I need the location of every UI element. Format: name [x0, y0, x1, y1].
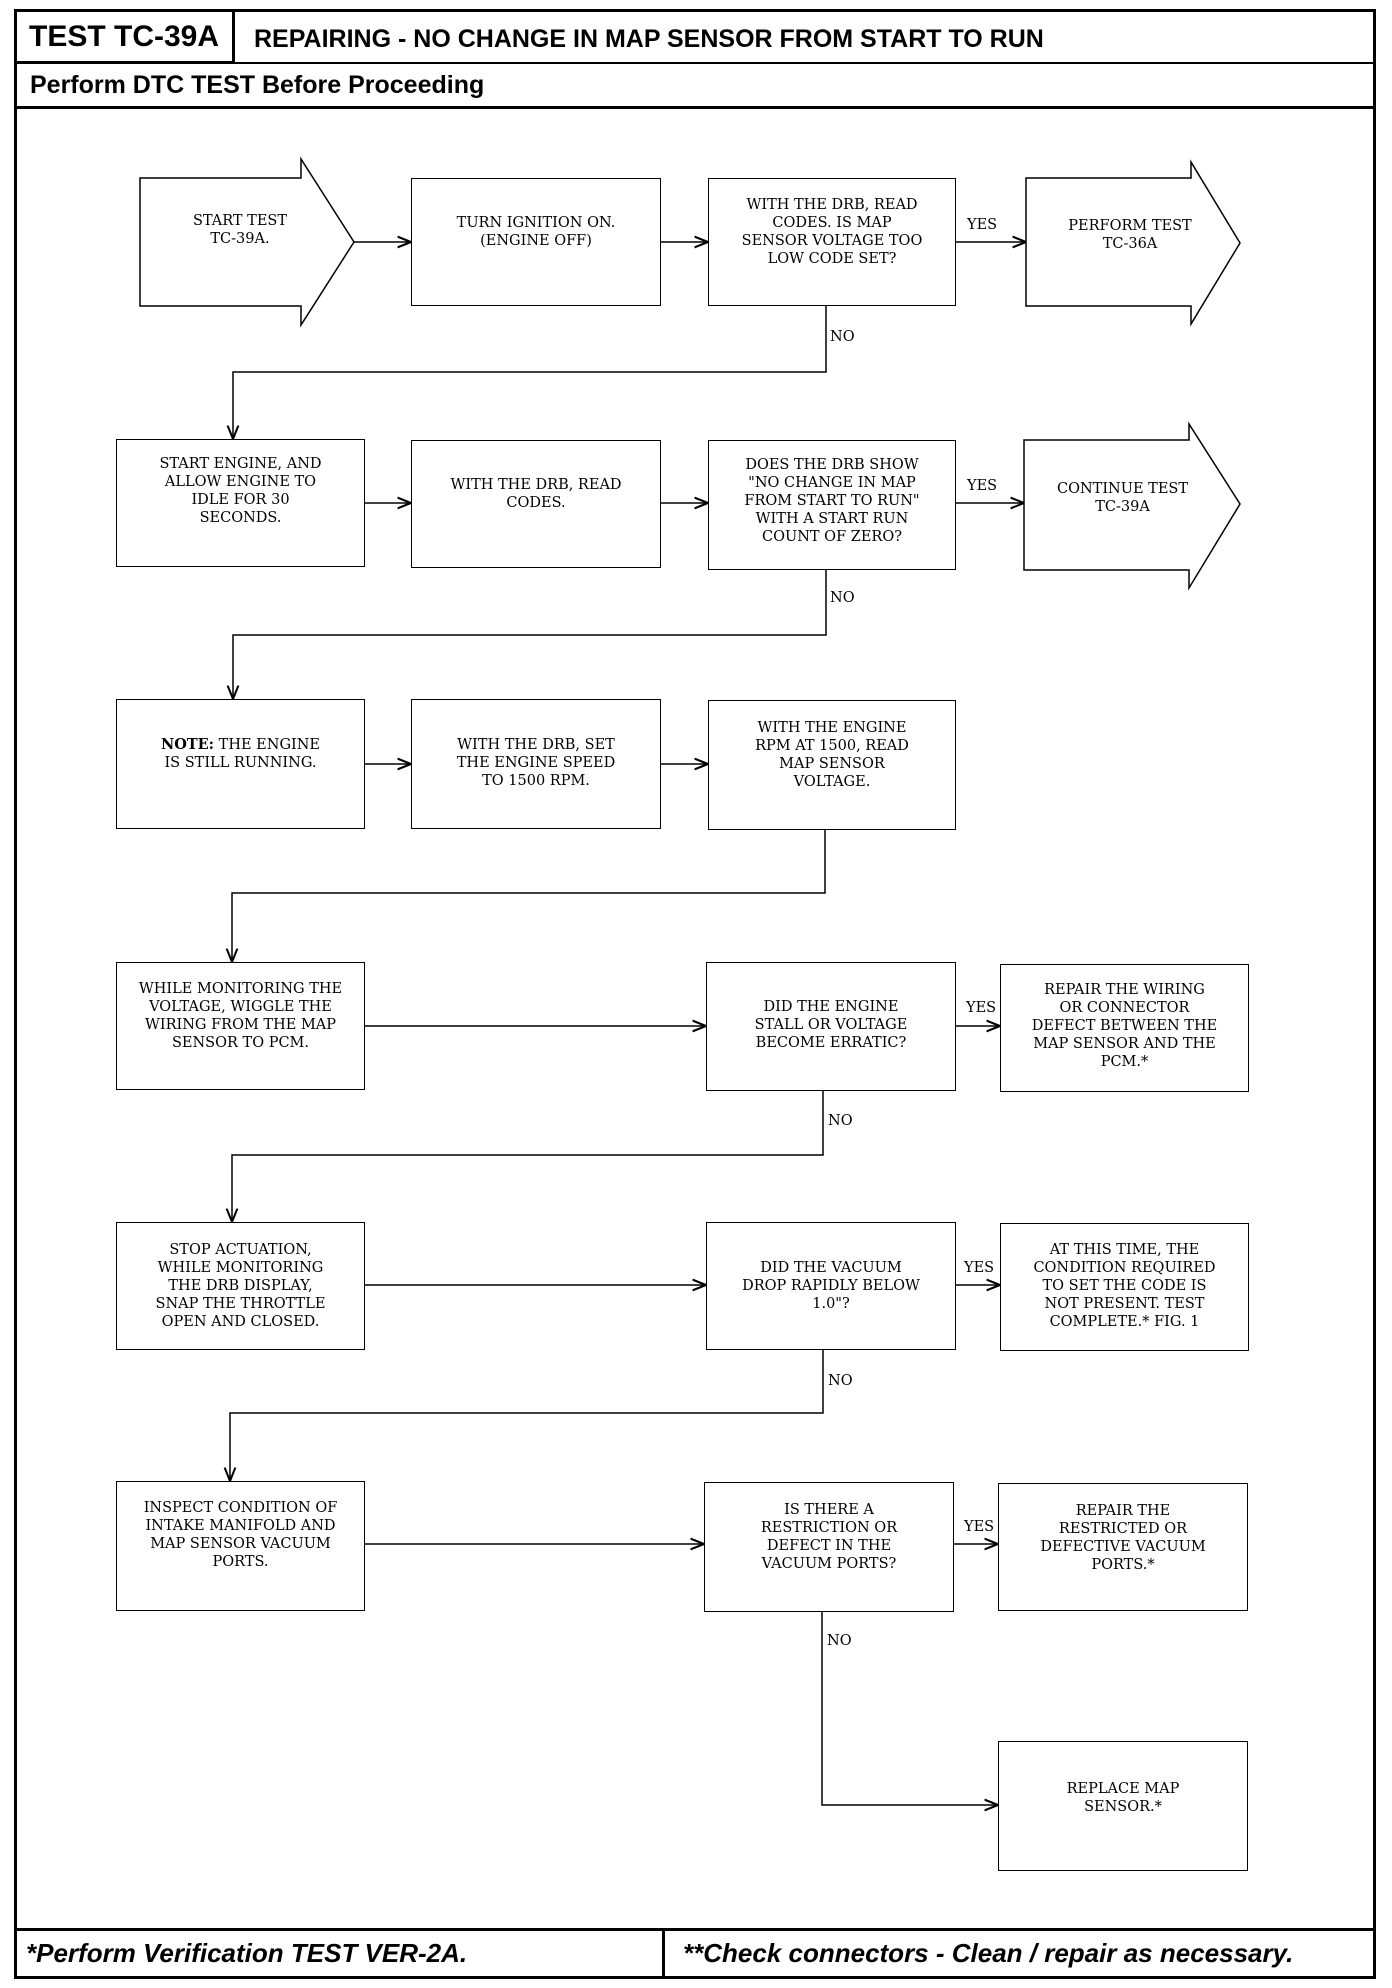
- no-label: NO: [830, 589, 855, 607]
- step-snap-throttle: STOP ACTUATION, WHILE MONITORING THE DRB…: [116, 1222, 365, 1350]
- start-arrow-shape: [139, 156, 355, 328]
- continue-arrow-shape: [1023, 421, 1241, 591]
- step-wiggle-wiring: WHILE MONITORING THE VOLTAGE, WIGGLE THE…: [116, 962, 365, 1090]
- perform-test-tc36a: PERFORM TEST TC-36A: [1068, 218, 1192, 252]
- replace-map-sensor: REPLACE MAP SENSOR.*: [998, 1741, 1248, 1871]
- note-label: NOTE:: [160, 736, 215, 753]
- page-frame: [14, 9, 1376, 1979]
- decision-engine-stall: DID THE ENGINE STALL OR VOLTAGE BECOME E…: [706, 962, 956, 1091]
- header-row: [14, 9, 1376, 64]
- step-start-engine: START ENGINE, AND ALLOW ENGINE TO IDLE F…: [116, 439, 365, 567]
- step-read-codes: WITH THE DRB, READ CODES.: [411, 440, 661, 568]
- step-ignition-on: TURN IGNITION ON. (ENGINE OFF): [411, 178, 661, 306]
- page-title: REPAIRING - NO CHANGE IN MAP SENSOR FROM…: [254, 25, 1044, 53]
- no-label: NO: [830, 328, 855, 346]
- footer-row: [14, 1928, 1376, 1979]
- footer-divider: [662, 1928, 665, 1979]
- test-id: TEST TC-39A: [14, 9, 235, 64]
- perform-arrow-shape: [1025, 159, 1241, 327]
- step-set-engine-speed: WITH THE DRB, SET THE ENGINE SPEED TO 15…: [411, 699, 661, 829]
- yes-label: YES: [967, 477, 998, 495]
- yes-label: YES: [967, 216, 998, 234]
- subheader-row: [14, 64, 1376, 109]
- note-text: THE ENGINE IS STILL RUNNING.: [164, 737, 321, 771]
- footer-verification-note: *Perform Verification TEST VER-2A.: [26, 1938, 468, 1968]
- start-test-terminal: START TEST TC-39A.: [192, 213, 288, 247]
- step-note-engine-running: NOTE: THE ENGINE IS STILL RUNNING.: [116, 699, 365, 829]
- no-label: NO: [827, 1632, 852, 1650]
- no-label: NO: [828, 1372, 853, 1390]
- yes-label: YES: [964, 1259, 995, 1277]
- yes-label: YES: [966, 999, 997, 1017]
- footer-connector-note: **Check connectors - Clean / repair as n…: [683, 1938, 1294, 1968]
- condition-not-present: AT THIS TIME, THE CONDITION REQUIRED TO …: [1000, 1223, 1249, 1351]
- decision-vacuum-restriction: IS THERE A RESTRICTION OR DEFECT IN THE …: [704, 1482, 954, 1612]
- repair-vacuum-ports: REPAIR THE RESTRICTED OR DEFECTIVE VACUU…: [998, 1483, 1248, 1611]
- continue-test-tc39a: CONTINUE TEST TC-39A: [1056, 481, 1189, 515]
- yes-label: YES: [964, 1518, 995, 1536]
- decision-no-change: DOES THE DRB SHOW "NO CHANGE IN MAP FROM…: [708, 440, 956, 570]
- step-read-map-voltage: WITH THE ENGINE RPM AT 1500, READ MAP SE…: [708, 700, 956, 830]
- page-subtitle: Perform DTC TEST Before Proceeding: [30, 71, 485, 99]
- decision-vacuum-drop: DID THE VACUUM DROP RAPIDLY BELOW 1.0"?: [706, 1222, 956, 1350]
- step-inspect-vacuum-ports: INSPECT CONDITION OF INTAKE MANIFOLD AND…: [116, 1481, 365, 1611]
- repair-wiring-connector: REPAIR THE WIRING OR CONNECTOR DEFECT BE…: [1000, 964, 1249, 1092]
- decision-low-code: WITH THE DRB, READ CODES. IS MAP SENSOR …: [708, 178, 956, 306]
- no-label: NO: [828, 1112, 853, 1130]
